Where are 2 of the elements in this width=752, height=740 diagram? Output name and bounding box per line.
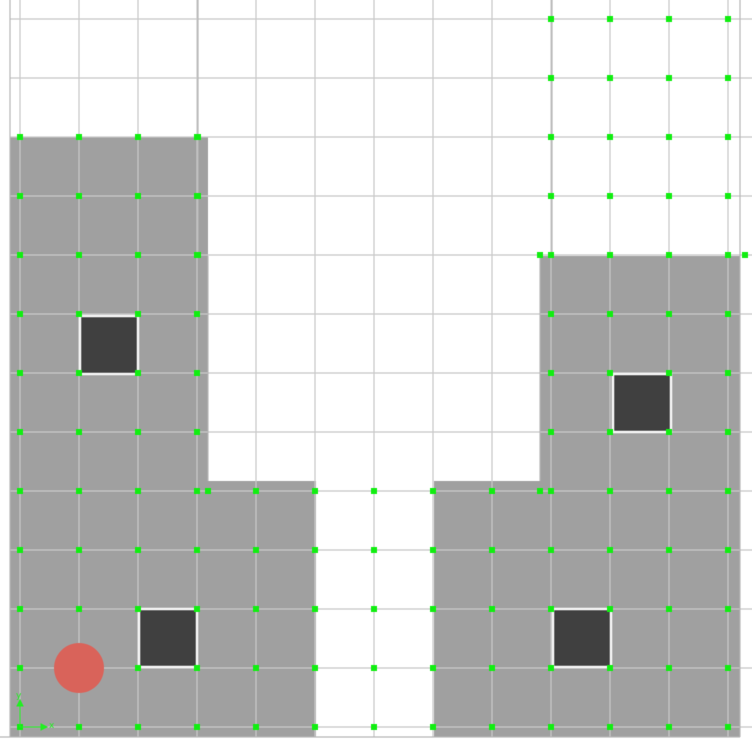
axis-label: x [49,721,54,731]
axis-label: y [16,691,22,701]
